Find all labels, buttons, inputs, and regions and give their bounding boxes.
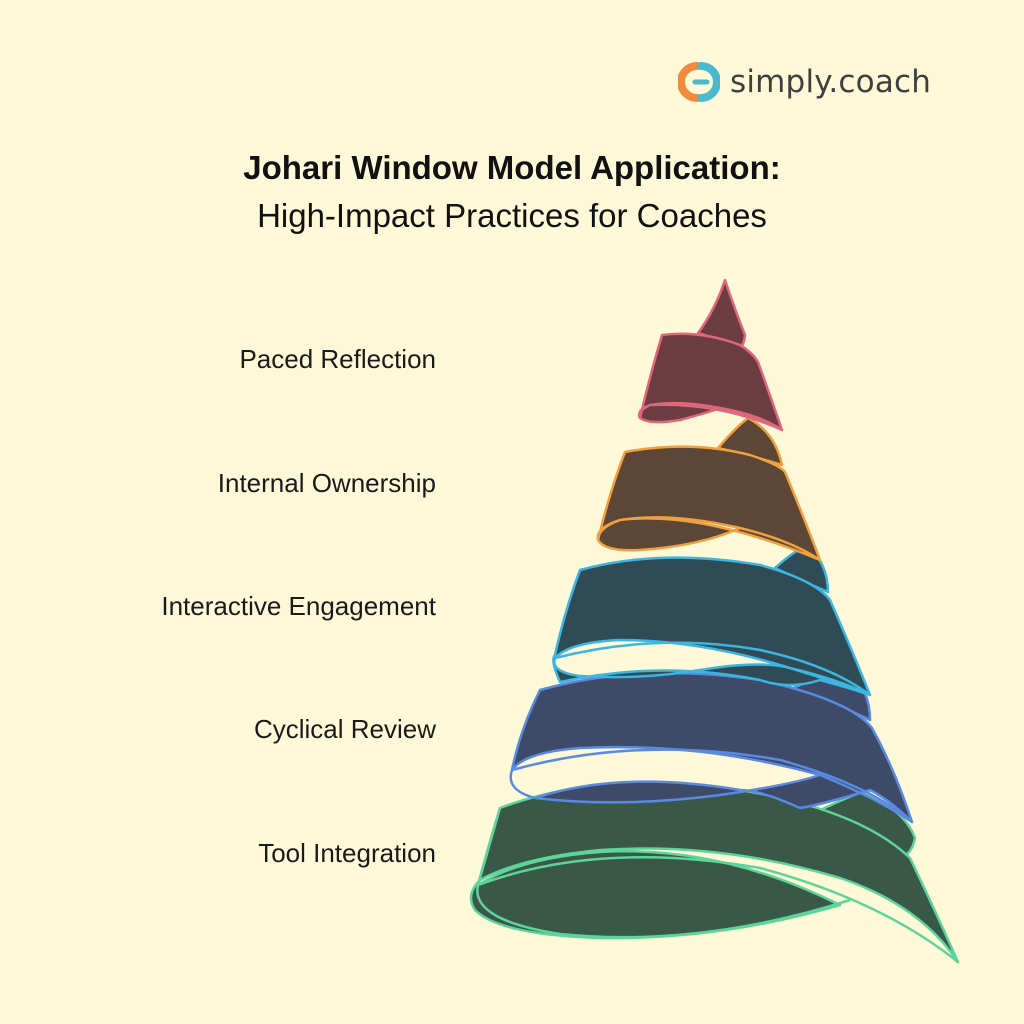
brand-name: simply.coach — [730, 64, 932, 100]
practice-label-tool-integration: Tool Integration — [258, 838, 436, 868]
spiral-band-paced-reflection — [637, 278, 784, 432]
title-line-1: Johari Window Model Application: — [243, 149, 781, 186]
practice-label-interactive-engagement: Interactive Engagement — [161, 591, 436, 621]
spiral-band-interactive-engagement — [552, 543, 872, 697]
title-line-2: High-Impact Practices for Coaches — [257, 197, 767, 234]
spiral-band-internal-ownership — [596, 416, 822, 562]
practice-label-paced-reflection: Paced Reflection — [239, 344, 436, 374]
spiral-band-tool-integration — [469, 781, 960, 964]
page-title: Johari Window Model Application: High-Im… — [0, 144, 1024, 240]
brand-logo: simply.coach — [678, 60, 931, 104]
practice-label-cyclical-review: Cyclical Review — [253, 714, 436, 744]
practice-label-internal-ownership: Internal Ownership — [217, 468, 436, 498]
simply-coach-logo-icon — [678, 62, 720, 102]
